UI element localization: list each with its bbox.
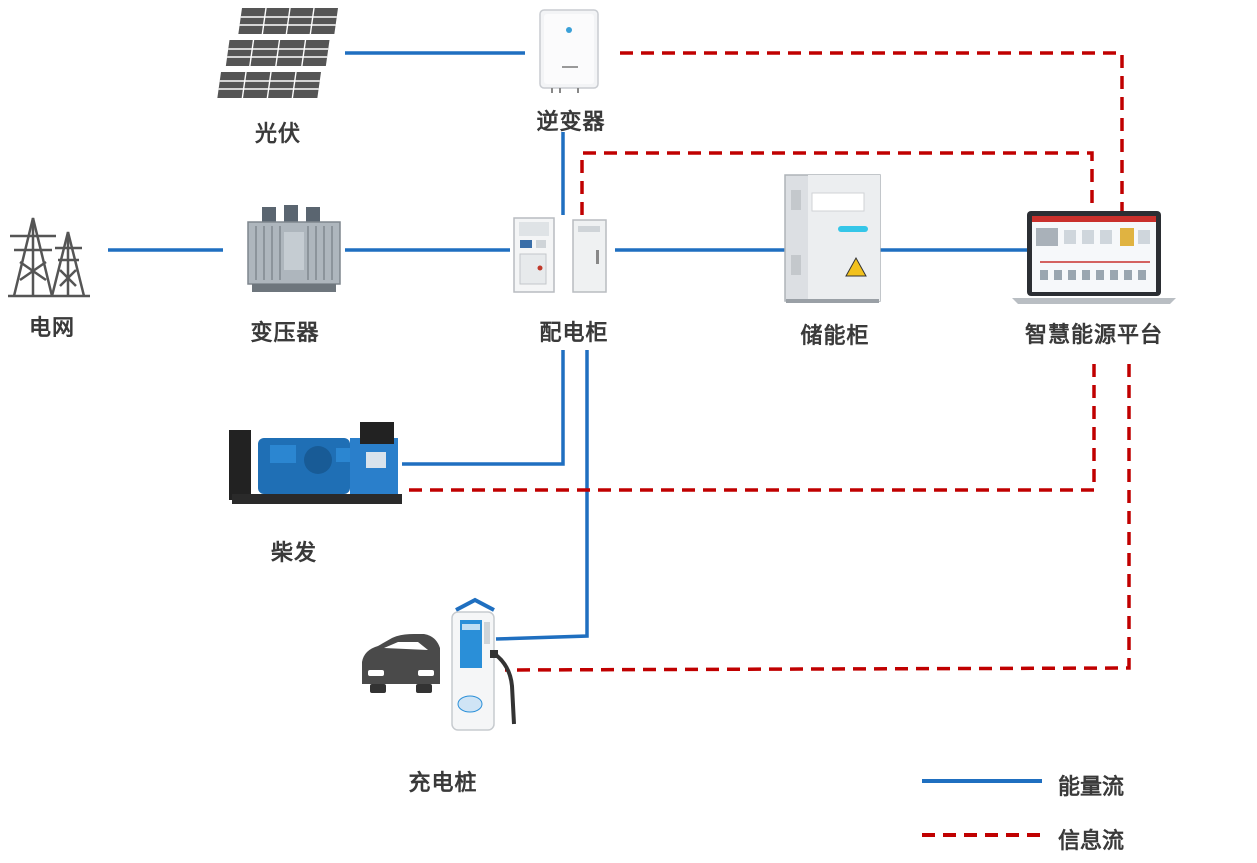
info-switchgear-platform <box>580 151 1094 215</box>
label-pv: 光伏 <box>254 122 302 147</box>
storage-cabinet-icon <box>784 174 881 303</box>
edge-switchgear-diesel <box>402 350 565 466</box>
legend <box>922 779 1042 837</box>
diesel-generator-icon <box>229 422 402 504</box>
label-transformer: 变压器 <box>250 321 320 346</box>
info-platform-diesel <box>402 364 1096 492</box>
transformer-icon <box>247 205 341 292</box>
inverter-icon <box>539 9 599 93</box>
label-switchgear: 配电柜 <box>539 321 609 346</box>
label-storage: 储能柜 <box>800 324 870 349</box>
legend-energy-label: 能量流 <box>1058 775 1125 800</box>
edge-switchgear-charger <box>495 350 589 641</box>
charging-pile-icon <box>451 597 516 731</box>
label-grid: 电网 <box>28 316 76 341</box>
legend-info-label: 信息流 <box>1058 829 1125 854</box>
pv-panel-icon <box>217 8 338 98</box>
laptop-platform-icon <box>1012 211 1176 304</box>
power-tower-icon <box>8 217 90 298</box>
label-platform: 智慧能源平台 <box>1024 323 1164 348</box>
car-icon <box>362 634 440 693</box>
label-diesel: 柴发 <box>270 541 318 566</box>
label-charger: 充电桩 <box>408 771 478 796</box>
switchgear-icon <box>513 217 607 293</box>
energy-flow-lines <box>108 51 1030 641</box>
info-platform-charger <box>504 364 1131 672</box>
info-flow-lines <box>402 51 1131 672</box>
label-inverter: 逆变器 <box>536 110 606 135</box>
